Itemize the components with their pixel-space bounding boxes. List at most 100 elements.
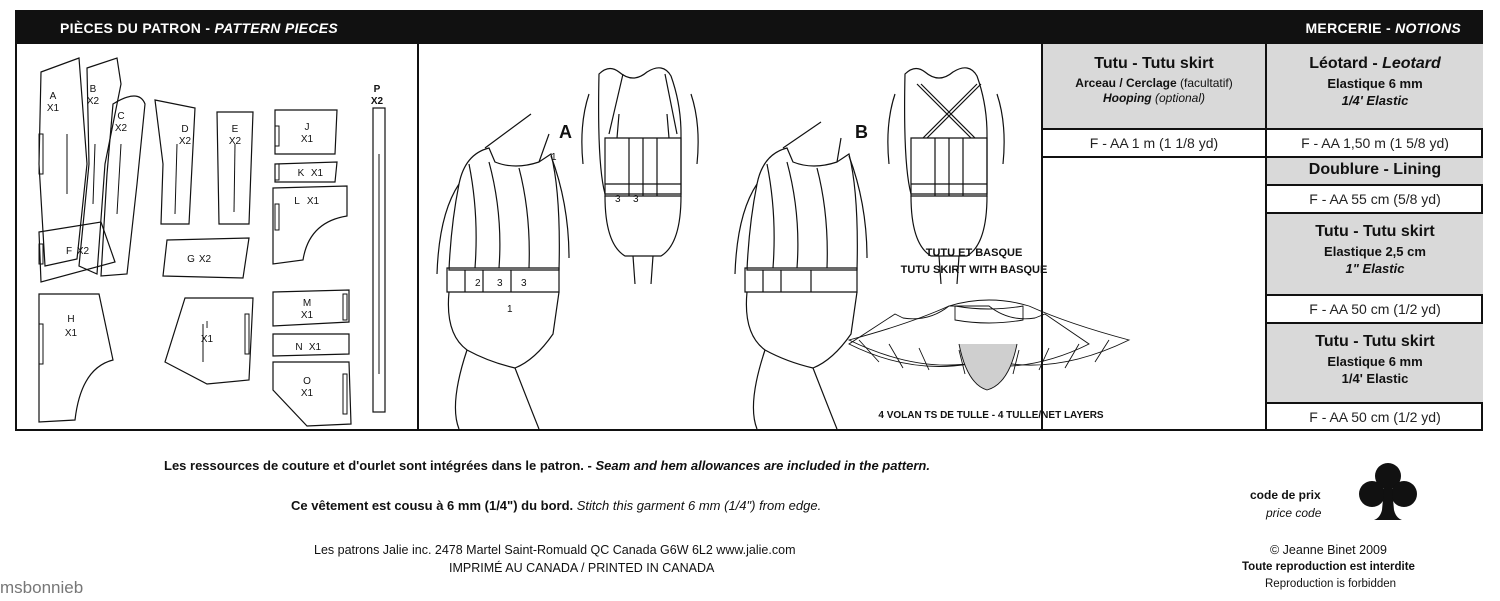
- piece-label-h: H X1: [65, 314, 78, 339]
- panel-number-1: 1: [551, 152, 557, 163]
- view-b-back: [887, 67, 1005, 285]
- svg-text:H: H: [67, 314, 74, 325]
- garment-illustrations: A B 1 2 3 3 3 3 1 TUTU ET BASQUE TUTU SK…: [436, 67, 1131, 430]
- notion-tutu-elastic-25-header: Tutu - Tutu skirt Elastique 2,5 cm 1" El…: [1265, 214, 1483, 296]
- svg-text:X1: X1: [301, 134, 314, 145]
- svg-text:P: P: [374, 84, 381, 95]
- svg-text:X1: X1: [301, 310, 314, 321]
- tutu-elastic-25-title: Tutu - Tutu skirt: [1315, 223, 1435, 240]
- pieces-fr: PIÈCES DU PATRON: [60, 20, 202, 36]
- notion-tutu-elastic-25-amount: F - AA 50 cm (1/2 yd): [1265, 296, 1483, 324]
- watermark-text: msbonnieb: [0, 578, 84, 597]
- piece-label-n: N X1: [295, 342, 321, 353]
- view-b-label: B: [855, 122, 868, 142]
- piece-label-i: IX1: [201, 320, 214, 345]
- piece-f-shape: [38, 221, 116, 283]
- panel-number-1-bottom: 1: [507, 304, 513, 315]
- piece-g-shape: [162, 237, 250, 279]
- piece-c-shape: [100, 95, 146, 277]
- pattern-pieces-heading: PIÈCES DU PATRON - PATTERN PIECES: [60, 20, 338, 36]
- svg-text:X2: X2: [179, 136, 192, 147]
- piece-n-shape: [272, 333, 350, 357]
- svg-text:K: K: [298, 168, 305, 179]
- piece-o-shape: [272, 361, 352, 427]
- pieces-sep: -: [201, 20, 215, 36]
- svg-text:X1: X1: [301, 388, 314, 399]
- copyright: © Jeanne Binet 2009: [1270, 543, 1387, 557]
- view-a-front: [436, 113, 570, 430]
- piece-k-shape: [274, 161, 338, 183]
- tutu-layers-label: 4 VOLAN TS DE TULLE - 4 TULLE/NET LAYERS: [878, 410, 1104, 421]
- panel-number-3b: 3: [521, 278, 527, 289]
- leotard-title-fr: Léotard -: [1309, 55, 1383, 72]
- piece-label-m: MX1: [301, 298, 314, 321]
- piece-label-o: OX1: [301, 376, 314, 399]
- svg-text:O: O: [303, 376, 311, 387]
- allowance-fr: Les ressources de couture et d'ourlet so…: [164, 458, 596, 473]
- notions-sep: -: [1381, 20, 1396, 36]
- hooping-en-note: (optional): [1151, 91, 1206, 105]
- notion-lining-amount: F - AA 55 cm (5/8 yd): [1265, 186, 1483, 214]
- svg-text:L: L: [294, 196, 300, 207]
- view-a-label: A: [559, 122, 572, 142]
- notion-leotard-amount: F - AA 1,50 m (1 5/8 yd): [1265, 130, 1483, 158]
- svg-text:X2: X2: [87, 96, 100, 107]
- tutu-hooping-title: Tutu - Tutu skirt: [1094, 55, 1214, 72]
- leotard-elastic-en: 1/4' Elastic: [1341, 93, 1409, 108]
- pieces-en: PATTERN PIECES: [214, 20, 339, 36]
- notion-tutu-elastic-6-amount: F - AA 50 cm (1/2 yd): [1265, 404, 1483, 431]
- notion-tutu-hooping-amount: F - AA 1 m (1 1/8 yd): [1041, 130, 1265, 158]
- back-panel-3a: 3: [615, 194, 621, 205]
- stitch-note: Ce vêtement est cousu à 6 mm (1/4") du b…: [291, 498, 821, 513]
- leotard-title-en: Leotard: [1382, 55, 1441, 72]
- panel-number-labels: 1 2 3 3 3 3 1: [475, 152, 639, 315]
- tutu-labels: TUTU ET BASQUE TUTU SKIRT WITH BASQUE 4 …: [878, 247, 1104, 421]
- svg-text:X1: X1: [201, 334, 214, 345]
- header-bar: PIÈCES DU PATRON - PATTERN PIECES MERCER…: [17, 12, 1481, 44]
- stitch-en: Stitch this garment 6 mm (1/4") from edg…: [573, 498, 822, 513]
- leotard-title: Léotard - Leotard: [1267, 55, 1483, 73]
- piece-a-shape: [38, 57, 88, 267]
- notion-lining-header: Doublure - Lining: [1265, 158, 1483, 186]
- tutu-elastic-6: Elastique 6 mm: [1327, 354, 1423, 369]
- lining-amount: F - AA 55 cm (5/8 yd): [1309, 191, 1441, 207]
- svg-text:X2: X2: [229, 136, 242, 147]
- svg-text:X1: X1: [309, 342, 322, 353]
- tutu-elastic-6-amount: F - AA 50 cm (1/2 yd): [1309, 409, 1441, 425]
- leotard-amount: F - AA 1,50 m (1 5/8 yd): [1301, 135, 1449, 151]
- svg-text:M: M: [303, 298, 311, 309]
- notion-tutu-elastic-6-header: Tutu - Tutu skirt Elastique 6 mm 1/4' El…: [1265, 324, 1483, 404]
- hooping-fr-note: (facultatif): [1176, 76, 1233, 90]
- piece-label-d: DX2: [179, 124, 192, 147]
- piece-e-shape: [216, 111, 254, 225]
- allowance-note: Les ressources de couture et d'ourlet so…: [164, 458, 930, 473]
- svg-text:X1: X1: [65, 328, 78, 339]
- tutu-elastic-25: Elastique 2,5 cm: [1324, 244, 1426, 259]
- reproduction-fr: Toute reproduction est interdite: [1242, 561, 1415, 573]
- tutu-hooping-amount: F - AA 1 m (1 1/8 yd): [1089, 135, 1219, 151]
- piece-b-shape: [78, 57, 122, 275]
- tutu-elastic-25-amount: F - AA 50 cm (1/2 yd): [1309, 301, 1441, 317]
- svg-text:B: B: [90, 84, 97, 95]
- view-b-front: [734, 121, 868, 430]
- piece-h-shape: [38, 293, 114, 423]
- tutu-elastic-6-title: Tutu - Tutu skirt: [1315, 333, 1435, 350]
- divider-middle: [1041, 44, 1043, 431]
- tutu-title-fr: TUTU ET BASQUE: [926, 247, 1023, 259]
- svg-text:J: J: [305, 122, 310, 133]
- svg-text:G: G: [187, 254, 195, 265]
- notion-leotard-header: Léotard - Leotard Elastique 6 mm 1/4' El…: [1265, 44, 1483, 130]
- svg-text:C: C: [117, 111, 124, 122]
- piece-i-shape: [164, 297, 254, 385]
- reproduction-en: Reproduction is forbidden: [1265, 578, 1397, 590]
- svg-text:X1: X1: [311, 168, 324, 179]
- piece-d-shape: [154, 99, 196, 225]
- tutu-hooping-line2: Hooping (optional): [1043, 91, 1265, 105]
- notions-heading: MERCERIE - NOTIONS: [1305, 20, 1461, 36]
- svg-text:N: N: [295, 342, 302, 353]
- piece-label-e: EX2: [229, 124, 242, 147]
- panel-number-2: 2: [475, 278, 481, 289]
- svg-text:X2: X2: [371, 96, 384, 107]
- tutu-elastic-6-en: 1/4' Elastic: [1341, 371, 1409, 386]
- piece-label-p: PX2: [371, 84, 384, 107]
